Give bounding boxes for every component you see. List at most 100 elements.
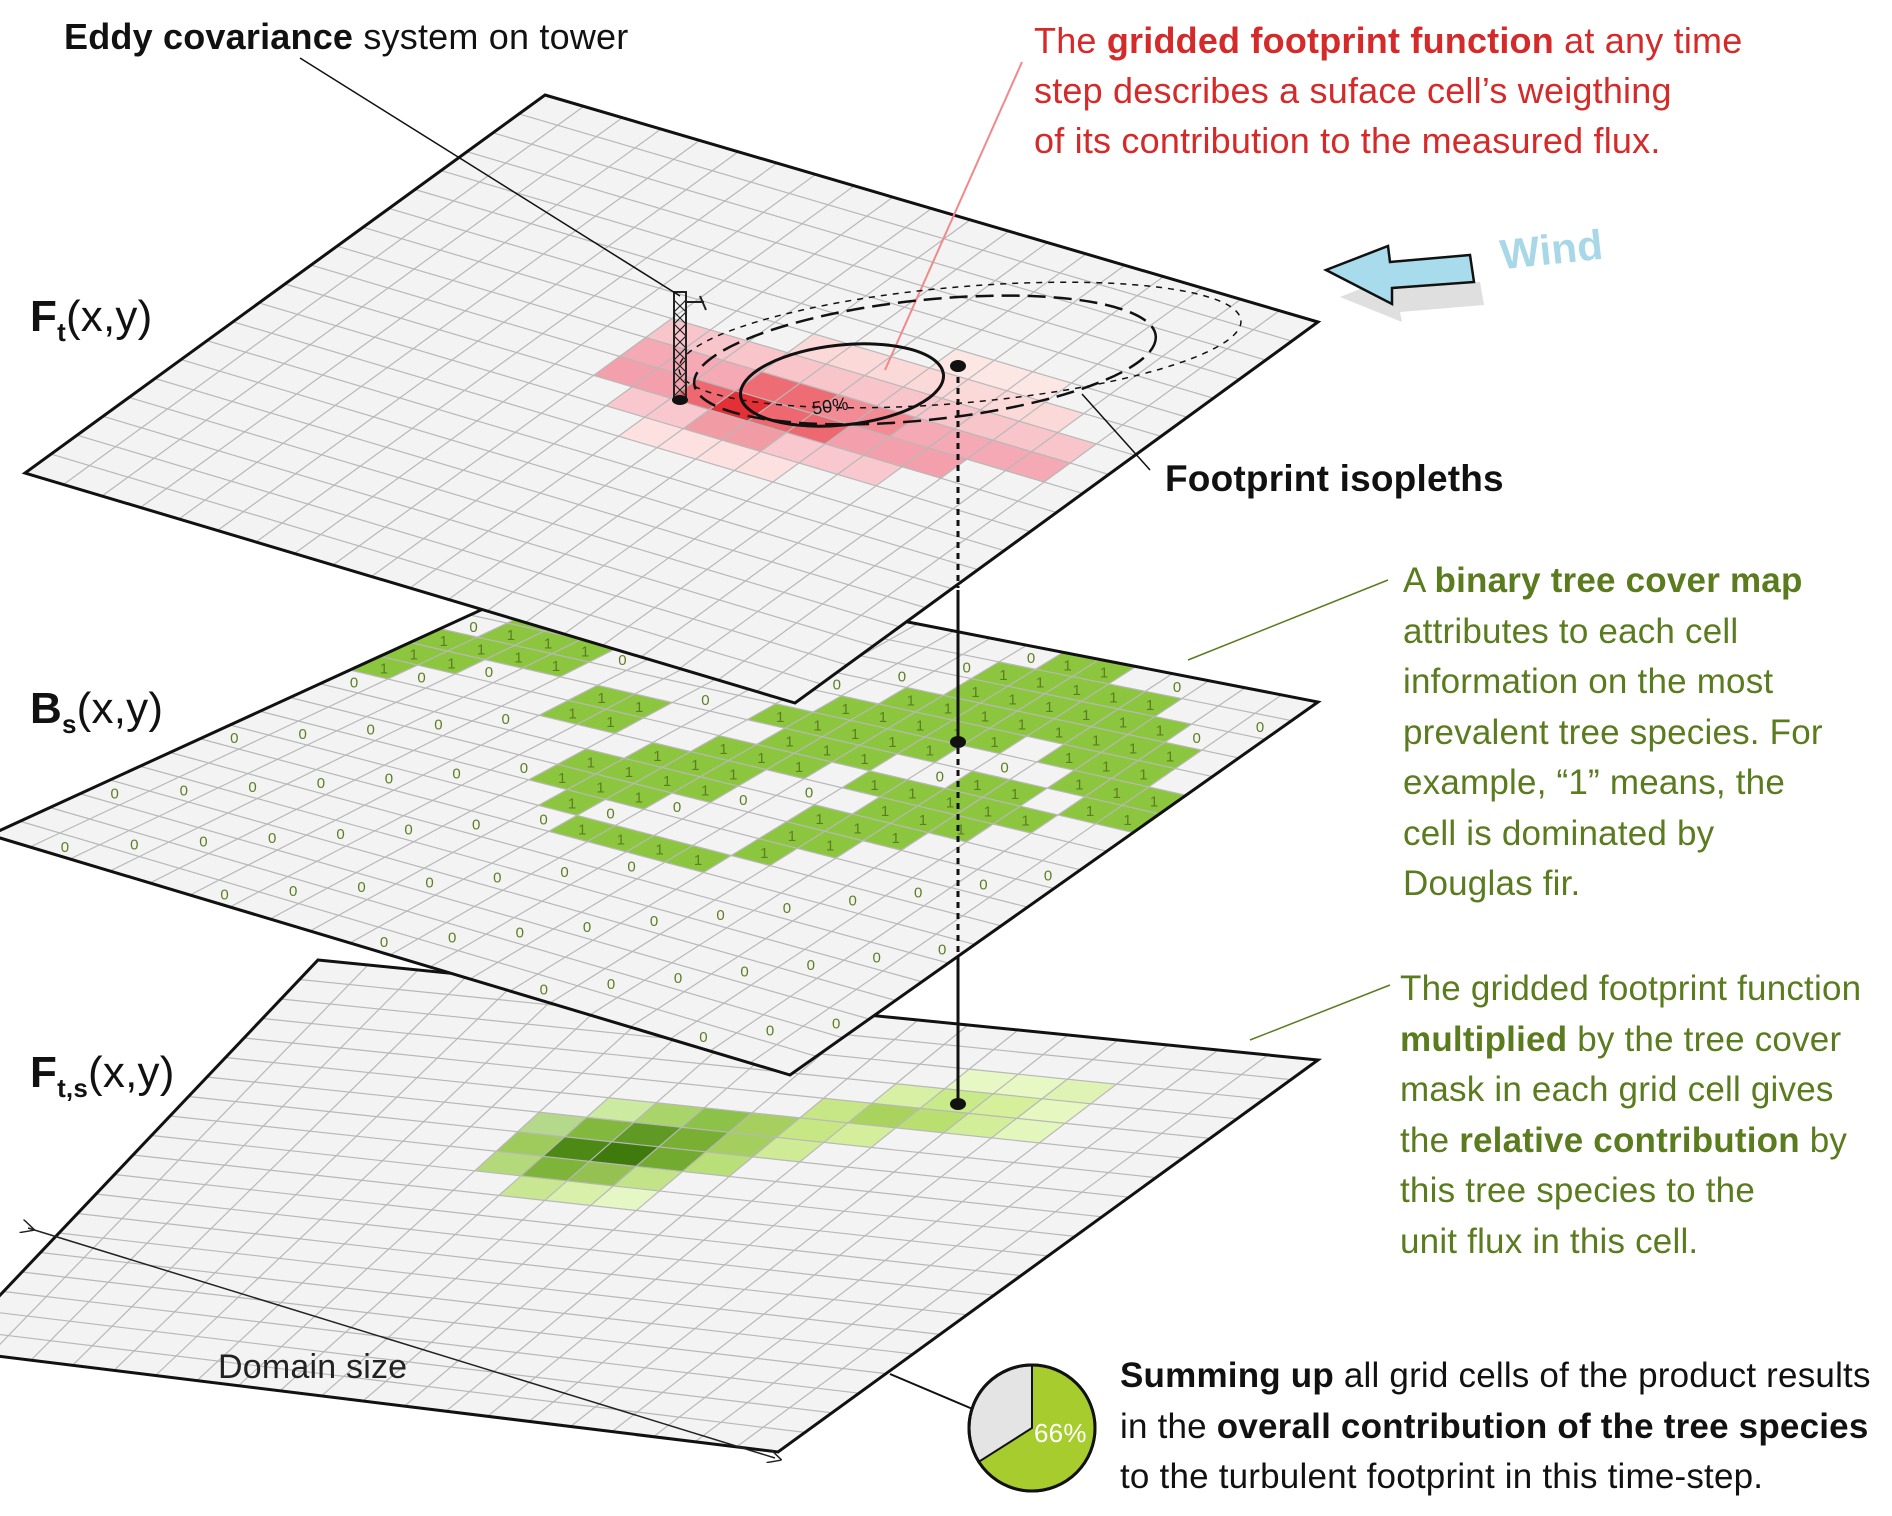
tree-cover-value: 1 — [410, 647, 418, 664]
tree-cover-value: 1 — [999, 667, 1007, 684]
tree-cover-value: 1 — [851, 726, 859, 743]
tree-cover-value: 1 — [701, 783, 709, 800]
layer-fts-cell — [658, 1127, 729, 1152]
bottom-annotations — [28, 960, 1391, 1493]
tree-cover-value: 0 — [385, 771, 393, 788]
layer-bs-cell — [989, 710, 1055, 737]
tower-brace — [673, 371, 687, 385]
layer-bs-label: Bs(x,y) — [30, 684, 164, 739]
tree-cover-value: 1 — [1123, 812, 1131, 829]
layer-bs-cell — [955, 797, 1021, 824]
layer-bs-gridline — [19, 820, 817, 1057]
layer-fts-cell — [729, 1112, 800, 1138]
tree-cover-value: 0 — [740, 964, 748, 981]
layer-fts-cell — [586, 1097, 657, 1123]
layer-fts-cell — [895, 1108, 969, 1133]
tower-brace — [673, 383, 687, 397]
tree-cover-value: 1 — [1018, 717, 1026, 734]
layer-bs-gridline — [469, 644, 1028, 980]
tree-cover-value: 1 — [826, 838, 834, 855]
layer-ft-gridline — [154, 377, 926, 609]
layer-ft-gridline — [50, 453, 822, 685]
top-annotations — [299, 57, 1484, 588]
layer-bs-cell — [747, 703, 813, 729]
layer-bs-cell — [784, 712, 851, 737]
tree-cover-value: 1 — [1011, 786, 1019, 803]
tree-cover-value: 0 — [539, 811, 547, 828]
layer-bs-cell — [794, 736, 860, 762]
tree-cover-value: 0 — [673, 799, 681, 816]
layer-fts-cell — [871, 1083, 945, 1109]
layer-bs-cell — [1101, 734, 1165, 761]
layer-fts-cell — [517, 1112, 587, 1137]
eddy-leader-line — [299, 57, 681, 297]
layer-ft-gridline — [717, 298, 1242, 681]
tree-cover-value: 0 — [963, 660, 971, 677]
tree-cover-value: 1 — [440, 633, 448, 650]
layer-bs-cell — [447, 637, 515, 660]
layer-bs-cell — [878, 687, 944, 712]
layer-bs-cell — [567, 773, 634, 800]
layer-ft-gridline — [102, 415, 874, 647]
isopleth-max-ring — [678, 281, 1242, 409]
tree-cover-value: 0 — [560, 864, 568, 881]
layer-ft-gridline — [448, 219, 971, 600]
multiplied-leader-line — [1249, 984, 1391, 1041]
layer-fts-gridline — [736, 1054, 1269, 1448]
tree-cover-value: 0 — [1000, 760, 1008, 777]
layer-bs-cell — [879, 779, 945, 806]
tree-cover-value: 0 — [516, 925, 524, 942]
layer-fts-cell — [499, 1175, 568, 1201]
layer-fts-cell — [847, 1103, 921, 1128]
tree-cover-value: 0 — [807, 957, 815, 974]
layer-bs-cell — [477, 623, 545, 646]
layer-fts-gridline — [132, 1154, 1049, 1257]
tree-cover-value: 1 — [447, 655, 455, 672]
tree-cover-value: 1 — [957, 821, 965, 838]
layer-bs-cell — [797, 831, 863, 859]
layer-bs-gridline — [259, 710, 1028, 908]
tree-cover-value: 0 — [650, 913, 658, 930]
tree-cover-value: 1 — [552, 658, 560, 675]
layer-ft-gridline — [206, 340, 979, 571]
layer-bs-cell — [1036, 744, 1101, 771]
tree-cover-value: 0 — [618, 652, 626, 669]
layer-ft-gridline — [640, 276, 1164, 658]
tree-cover-value: 0 — [849, 893, 857, 910]
layer-bs-cell — [993, 806, 1058, 834]
tree-cover-value: 1 — [879, 709, 887, 726]
tree-cover-value: 0 — [317, 775, 325, 792]
middle-point-dot — [950, 736, 966, 748]
tree-cover-value: 1 — [823, 742, 831, 759]
tree-cover-value: 1 — [870, 777, 878, 794]
layer-ft-gridline — [525, 242, 1048, 623]
layer-ft-gridline — [232, 321, 1005, 552]
tree-cover-value: 0 — [873, 949, 881, 966]
tree-cover-value: 1 — [617, 832, 625, 849]
layer-fts-cell — [752, 1137, 824, 1162]
layer-bs-cell — [557, 748, 625, 774]
tree-cover-value: 1 — [907, 693, 915, 710]
layer-ft-gridline — [76, 434, 848, 666]
layer-fts-cell — [567, 1161, 636, 1186]
tree-cover-value: 1 — [892, 830, 900, 847]
layer-fts-cell — [823, 1122, 896, 1148]
layer-bs-cell — [887, 712, 953, 737]
layer-bs-cell — [1057, 796, 1123, 824]
layer-bs-cell — [1095, 805, 1160, 833]
tower-brace — [673, 359, 687, 373]
tree-cover-value: 0 — [417, 670, 425, 687]
tree-cover-value: 1 — [1086, 803, 1094, 820]
tree-cover-value: 1 — [606, 714, 614, 731]
layer-fts-cell — [705, 1132, 777, 1157]
tree-cover-value: 1 — [1082, 707, 1090, 724]
layer-bs-cell — [1138, 742, 1202, 769]
layer-bs-cell — [538, 789, 606, 816]
layer-bs-cell — [1122, 786, 1186, 814]
tree-cover-value: 0 — [404, 822, 412, 839]
tree-cover-value: 1 — [971, 684, 979, 701]
layer-bs-cell — [1007, 669, 1073, 694]
binary-map-text: A binary tree cover map attributes to ea… — [1403, 561, 1823, 903]
layer-bs-cell — [1047, 770, 1112, 797]
layer-bs-cell — [410, 628, 478, 652]
